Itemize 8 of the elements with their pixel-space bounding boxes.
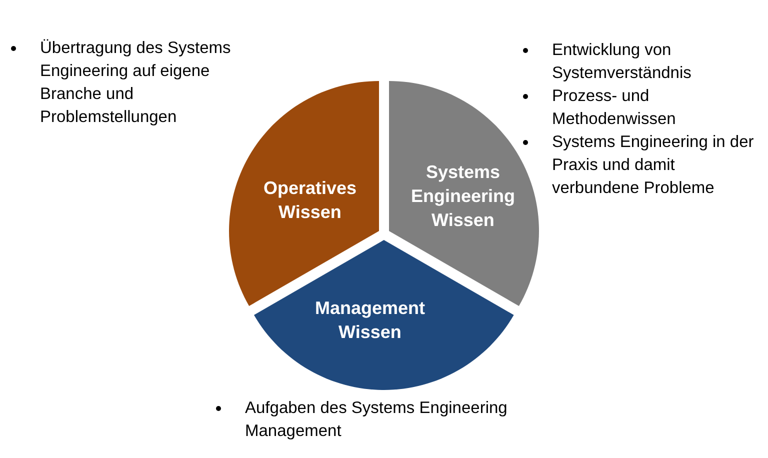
segment-label: Operatives Wissen bbox=[262, 177, 358, 224]
bullet-text: Systems Engineering in der Praxis und damit verbundene Probleme bbox=[552, 133, 754, 197]
bullet-text: Übertragung des Systems Engineering auf eigene Branche und Problemstellungen bbox=[40, 39, 231, 126]
segment-label: Systems Engineering Wissen bbox=[410, 161, 516, 232]
bullet-text: Entwicklung von Systemverständnis bbox=[552, 41, 692, 82]
segment-label: Management Wissen bbox=[314, 297, 426, 344]
bullet-text: Prozess- und Methodenwissen bbox=[552, 87, 676, 128]
bullet-text: Aufgaben des Systems Engineering Management bbox=[245, 399, 508, 440]
